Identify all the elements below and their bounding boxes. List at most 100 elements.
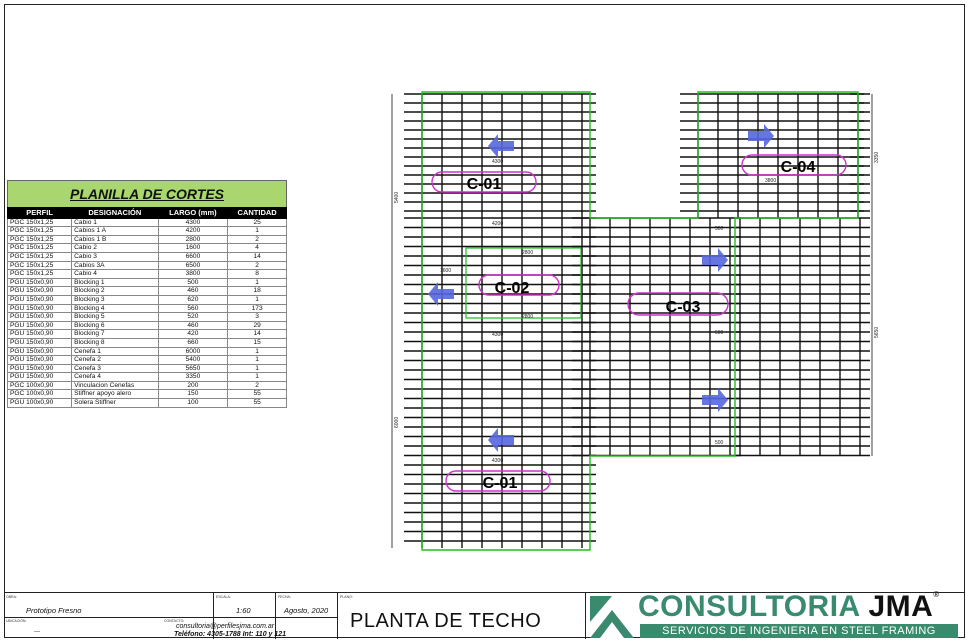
- cell-perfil: PGU 150x0,90: [6, 303, 73, 314]
- dim-2800-a: 2800: [522, 250, 533, 256]
- cell-designacion: Solera Stiffner: [71, 398, 159, 408]
- cell-cantidad: 1: [227, 294, 287, 305]
- contacto-cell: CONTACTO: consultoria@perfilesjma.com.ar…: [162, 617, 338, 639]
- dim-5650: 5650: [874, 327, 880, 338]
- dim-3350: 3350: [874, 152, 880, 163]
- zone-c01-bottom: C-01: [483, 475, 518, 492]
- cell-largo: 200: [157, 380, 229, 391]
- cell-cantidad: 173: [227, 303, 287, 314]
- cell-cantidad: 55: [227, 389, 287, 400]
- cell-designacion: Blocking 3: [71, 294, 159, 305]
- cell-largo: 420: [157, 329, 229, 339]
- cell-largo: 460: [157, 286, 229, 296]
- zone-c02: C-02: [495, 280, 530, 297]
- cell-perfil: PGC 150x1,25: [6, 251, 73, 262]
- logo-registered: ®: [933, 590, 940, 599]
- cell-designacion: Blocking 1: [71, 277, 159, 288]
- dim-2800-b: 2800: [522, 314, 533, 320]
- cell-perfil: PGC 100x0,90: [6, 389, 73, 400]
- zone-c01-bottom-oval: [445, 470, 551, 492]
- zone-c01-top: C-01: [467, 176, 502, 193]
- cell-perfil: PGU 150x0,90: [6, 294, 73, 305]
- cell-perfil: PGU 150x0,90: [6, 337, 73, 348]
- cell-largo: 5400: [157, 355, 229, 365]
- cell-largo: 6000: [157, 346, 229, 357]
- cell-designacion: Cabio 2: [71, 243, 159, 253]
- roof-plan-drawing: C-01 C-02 C-03 C-04 C-01 4300 4200 2800 …: [391, 91, 880, 551]
- cell-perfil: PGC 100x0,90: [6, 380, 73, 391]
- dim-5400: 5400: [394, 192, 400, 203]
- cell-perfil: PGU 150x0,90: [6, 312, 73, 322]
- obra-value: Prototipo Fresno: [26, 606, 82, 615]
- escala-label: ESCALA:: [216, 595, 231, 599]
- cell-perfil: PGC 150x1,25: [6, 217, 73, 228]
- cell-largo: 3350: [157, 372, 229, 382]
- logo-main-text: CONSULTORIA: [638, 590, 860, 623]
- zone-c04-oval: [741, 154, 847, 176]
- cell-designacion: Stiffner apoyo alero: [71, 389, 159, 400]
- cell-cantidad: 1: [227, 372, 287, 382]
- dim-4300-bot: 4300: [492, 458, 503, 464]
- cell-perfil: PGU 150x0,90: [6, 363, 73, 374]
- contacto-email: consultoria@perfilesjma.com.ar: [176, 623, 275, 630]
- dim-1600: 1600: [440, 268, 451, 274]
- cell-designacion: Cenefa 4: [71, 372, 159, 382]
- dim-6000: 6000: [394, 417, 400, 428]
- table-header-row: PERFIL DESIGNACIÓN LARGO (mm) CANTIDAD: [6, 207, 287, 219]
- cell-largo: 520: [157, 312, 229, 322]
- header-cantidad: CANTIDAD: [227, 207, 287, 219]
- header-largo: LARGO (mm): [157, 207, 229, 219]
- planilla-de-cortes-table: PLANILLA DE CORTES PERFIL DESIGNACIÓN LA…: [6, 180, 287, 408]
- obra-label: OBRA:: [6, 595, 17, 599]
- arrow-right-icon: [748, 124, 774, 148]
- cell-perfil: PGU 150x0,90: [6, 277, 73, 288]
- header-perfil: PERFIL: [6, 207, 73, 219]
- planilla-title: PLANILLA DE CORTES: [7, 180, 287, 207]
- cell-designacion: Blocking 6: [71, 320, 159, 331]
- ubicacion-value: ---: [34, 629, 40, 635]
- arrow-right-icon: [702, 388, 728, 412]
- cell-designacion: Blocking 4: [71, 303, 159, 314]
- cell-cantidad: 1: [227, 277, 287, 288]
- opening-outline: [465, 247, 582, 319]
- contacto-label: CONTACTO:: [164, 619, 185, 623]
- cell-designacion: Blocking 8: [71, 337, 159, 348]
- cell-largo: 100: [157, 398, 229, 408]
- consultoria-logo-icon: [590, 596, 634, 638]
- escala-value: 1:60: [236, 606, 251, 615]
- arrow-right-icon: [702, 248, 728, 272]
- contacto-telefono: Teléfono: 4305-1788 Int: 110 y 121: [174, 631, 287, 638]
- cell-perfil: PGU 150x0,90: [6, 372, 73, 382]
- cell-cantidad: 18: [227, 286, 287, 296]
- cell-largo: 4200: [157, 226, 229, 236]
- obra-cell: OBRA: Prototipo Fresno UBICACIÓN: ---: [4, 593, 214, 639]
- cell-largo: 560: [157, 303, 229, 314]
- cell-largo: 5650: [157, 363, 229, 374]
- logo-subtitle: SERVICIOS DE INGENIERIA EN STEEL FRAMING: [640, 624, 958, 638]
- cell-designacion: Cenefa 3: [71, 363, 159, 374]
- cell-largo: 660: [157, 337, 229, 348]
- logo-brand-text: JMA: [868, 590, 934, 623]
- cell-cantidad: 8: [227, 269, 287, 279]
- cell-largo: 6500: [157, 260, 229, 271]
- roof-outline: [421, 91, 859, 551]
- cell-largo: 2800: [157, 234, 229, 245]
- cell-largo: 500: [157, 277, 229, 288]
- plano-title: PLANTA DE TECHO: [350, 610, 542, 632]
- cell-perfil: PGU 150x0,90: [6, 346, 73, 357]
- escala-cell: ESCALA: 1:60: [214, 593, 276, 639]
- plano-cell: PLANO:: [338, 593, 586, 639]
